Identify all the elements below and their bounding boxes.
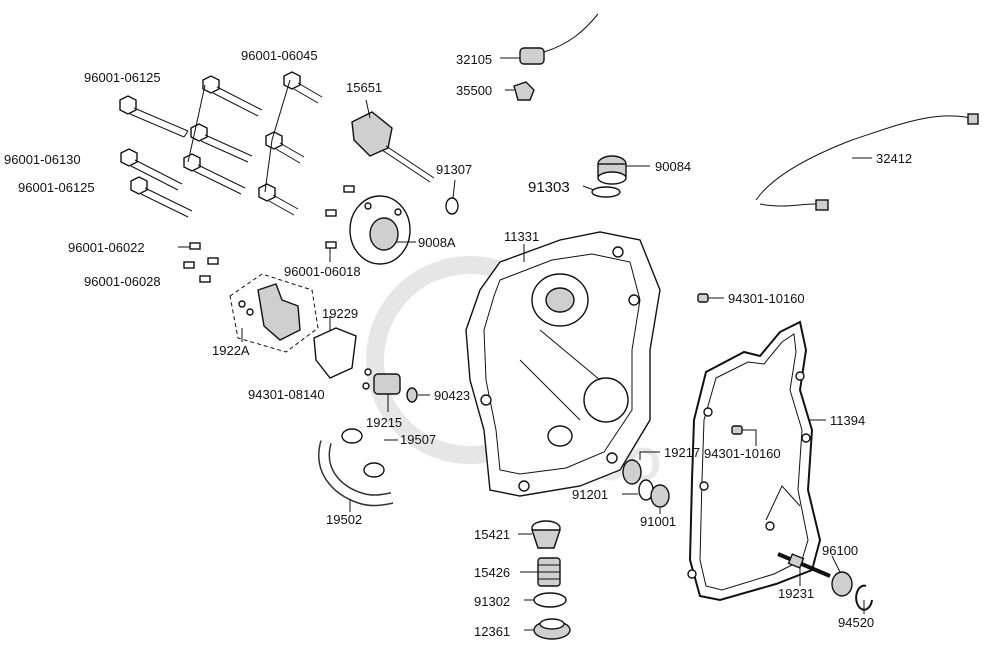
label-9008A: 9008A: [418, 235, 456, 250]
bolt-mid-2: [265, 131, 305, 164]
part-90423-seal: [406, 387, 418, 403]
label-19507: 19507: [400, 432, 436, 447]
label-96001-06130: 96001-06130: [4, 152, 81, 167]
label-19215: 19215: [366, 415, 402, 430]
part-35500-sensor: [505, 81, 535, 101]
label-94301-10160-b: 94301-10160: [704, 446, 781, 461]
part-91303-oring: [591, 186, 621, 198]
label-32412: 32412: [876, 151, 912, 166]
part-19215-impeller: [362, 368, 401, 412]
bolt-mid-3: [183, 153, 246, 195]
label-94301-10160-a: 94301-10160: [728, 291, 805, 306]
bolt-96001-06125-top: [119, 95, 189, 138]
part-11394-gasket: [687, 320, 826, 602]
part-12361-drain-plug: [524, 618, 571, 640]
part-94520-circlip: [855, 584, 873, 611]
part-19229-gasket: [313, 327, 357, 379]
part-15426-spring: [520, 557, 561, 587]
label-96001-06045: 96001-06045: [241, 48, 318, 63]
part-32105-switch: [500, 13, 599, 65]
label-19231: 19231: [778, 586, 814, 601]
label-19229: 19229: [322, 306, 358, 321]
part-11331-crankcase-cover: [465, 231, 661, 497]
screws-96001-06018: [325, 185, 355, 262]
label-96001-06018: 96001-06018: [284, 264, 361, 279]
bolt-lower-right: [258, 183, 299, 216]
label-35500: 35500: [456, 83, 492, 98]
label-90423: 90423: [434, 388, 470, 403]
bolt-mid-1: [190, 123, 253, 163]
label-91201: 91201: [572, 487, 608, 502]
label-91302: 91302: [474, 594, 510, 609]
label-94520: 94520: [838, 615, 874, 630]
label-91303: 91303: [528, 179, 570, 196]
screws-96001-06022-06028: [178, 242, 219, 283]
label-94301-08140: 94301-08140: [248, 387, 325, 402]
label-19217: 19217: [664, 445, 700, 460]
part-32412-cable: [755, 113, 979, 211]
part-19217-bearing: [622, 459, 642, 485]
bolt-96001-06125-lower: [130, 176, 193, 218]
part-15651-dipstick: [351, 99, 435, 183]
label-1922A: 1922A: [212, 343, 250, 358]
bolt-96001-06045-a: [283, 71, 323, 104]
label-90084: 90084: [655, 159, 691, 174]
part-94301-10160-pin-b: [731, 425, 743, 435]
bolt-96001-06130: [120, 148, 183, 191]
part-labels: 96001-06045 96001-06125 15651 96001-0613…: [4, 48, 912, 639]
label-11331: 11331: [504, 229, 539, 244]
label-96001-06125-top: 96001-06125: [84, 70, 161, 85]
bolt-96001-06125-upper-2: [202, 75, 263, 117]
label-96001-06028: 96001-06028: [84, 274, 161, 289]
label-96001-06022: 96001-06022: [68, 240, 145, 255]
part-9008A-pump-cover: [349, 195, 416, 265]
label-15426: 15426: [474, 565, 510, 580]
part-19231-shaft: [777, 552, 831, 586]
label-91307: 91307: [436, 162, 472, 177]
bolt-group: [119, 71, 323, 218]
part-96100-bearing: [831, 571, 853, 597]
part-15421-strainer: [518, 520, 561, 549]
part-90084-cap: [597, 155, 650, 185]
label-19502: 19502: [326, 512, 362, 527]
label-96100: 96100: [822, 543, 858, 558]
part-91001-bearing: [650, 484, 670, 508]
label-15651: 15651: [346, 80, 382, 95]
part-91307-oring: [445, 197, 459, 215]
label-32105: 32105: [456, 52, 492, 67]
part-19507-clamps: [341, 428, 398, 478]
label-11394: 11394: [830, 413, 865, 428]
part-1922A-pump-housing: [229, 273, 319, 353]
label-91001: 91001: [640, 514, 676, 529]
part-91302-oring: [533, 592, 567, 608]
part-94301-10160-pin-a: [697, 293, 709, 303]
label-96001-06125-lower: 96001-06125: [18, 180, 95, 195]
label-12361: 12361: [474, 624, 510, 639]
label-15421: 15421: [474, 527, 510, 542]
